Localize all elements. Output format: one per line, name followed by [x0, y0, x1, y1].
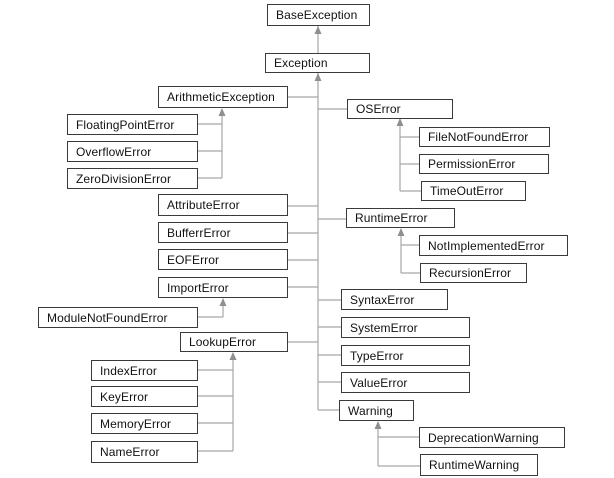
node-PermissionError: PermissionError: [419, 154, 549, 174]
node-OverflowError: OverflowError: [67, 141, 198, 162]
node-ValueError: ValueError: [341, 372, 470, 393]
node-BaseException: BaseException: [267, 4, 370, 26]
node-BufferrError: BufferrError: [158, 222, 288, 243]
node-ZeroDivisionError: ZeroDivisionError: [67, 168, 198, 189]
node-EOFError: EOFError: [158, 249, 288, 270]
arrow-up-icon: [229, 352, 237, 360]
node-FloatingPointError: FloatingPointError: [67, 114, 198, 135]
node-RuntimeError: RuntimeError: [346, 208, 455, 228]
node-ArithmeticException: ArithmeticException: [158, 86, 288, 108]
node-ImportError: ImportError: [158, 277, 288, 298]
node-SystemError: SystemError: [341, 317, 470, 338]
arrow-up-icon: [314, 73, 322, 81]
node-SyntaxError: SyntaxError: [341, 289, 448, 310]
arrow-up-icon: [219, 298, 227, 306]
node-TypeError: TypeError: [341, 345, 470, 366]
arrow-up-icon: [397, 228, 405, 236]
arrow-up-icon: [218, 108, 226, 116]
node-MemoryError: MemoryError: [91, 413, 198, 434]
arrow-up-icon: [374, 421, 382, 429]
arrow-up-icon: [314, 26, 322, 34]
node-RecursionError: RecursionError: [420, 263, 527, 283]
node-KeyError: KeyError: [91, 386, 198, 407]
node-OSError: OSError: [347, 99, 453, 119]
node-DeprecationWarning: DeprecationWarning: [419, 427, 565, 448]
node-ModuleNotFoundError: ModuleNotFoundError: [38, 307, 198, 328]
node-IndexError: IndexError: [91, 360, 198, 381]
node-NotImplementedError: NotImplementedError: [419, 235, 568, 256]
node-FileNotFoundError: FileNotFoundError: [419, 127, 550, 147]
node-Warning: Warning: [339, 400, 414, 421]
arrow-up-icon: [396, 118, 404, 126]
node-AttributeError: AttributeError: [158, 194, 288, 216]
node-Exception: Exception: [265, 53, 370, 73]
node-LookupError: LookupError: [180, 332, 288, 352]
node-NameError: NameError: [91, 441, 198, 463]
node-TimeOutError: TimeOutError: [421, 181, 526, 201]
node-RuntimeWarning: RuntimeWarning: [420, 454, 538, 476]
